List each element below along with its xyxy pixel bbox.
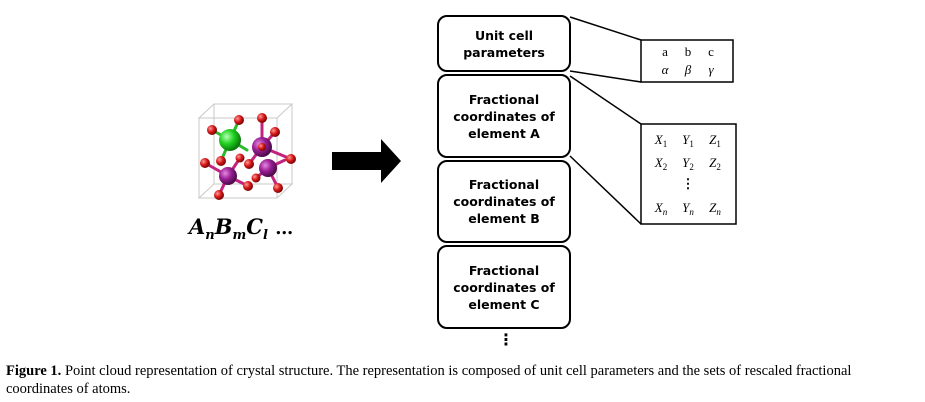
box-line: Unit cell xyxy=(474,27,534,43)
box-label-unit-cell: Unit cell parameters xyxy=(438,16,570,71)
matrix-cell: α xyxy=(661,62,669,77)
formula-element-c: C xyxy=(246,214,263,239)
matrix-cell: β xyxy=(684,62,692,77)
atom-a-green xyxy=(219,129,241,151)
formula-element-a: A xyxy=(189,214,206,239)
formula-sub: m xyxy=(232,228,247,243)
box-line: parameters xyxy=(463,44,545,60)
matrix-cell: Zn xyxy=(709,200,721,217)
matrix-cell: Xn xyxy=(654,200,668,217)
continuation-dots: ⋮ xyxy=(498,330,514,349)
matrix-cell: Z1 xyxy=(709,132,721,149)
formula-ellipsis: … xyxy=(275,218,294,239)
coordinate-matrix: X1 Y1 Z1 X2 Y2 Z2 ⋮ Xn Yn Zn xyxy=(641,124,736,224)
matrix-cell: b xyxy=(684,44,692,59)
formula-sub: l xyxy=(262,228,268,243)
matrix-cell: Yn xyxy=(682,200,694,217)
diagram-canvas xyxy=(197,15,737,329)
box-line: coordinates of xyxy=(453,194,555,209)
box-label-element-c: Fractional coordinates of element C xyxy=(438,246,570,328)
box-label-element-b: Fractional coordinates of element B xyxy=(438,161,570,242)
matrix-cell: X1 xyxy=(654,132,668,149)
atom-b-purple xyxy=(259,159,277,177)
matrix-cell: Z2 xyxy=(709,155,721,172)
matrix-cell: γ xyxy=(708,62,714,77)
matrix-cell: Y1 xyxy=(682,132,694,149)
formula-sub: n xyxy=(205,228,215,243)
box-line: coordinates of xyxy=(453,279,555,295)
coordinate-matrix-frame xyxy=(640,123,737,225)
matrix-cell: c xyxy=(708,44,714,59)
chemical-formula: AnBmCl … xyxy=(189,214,293,243)
box-line: element B xyxy=(468,211,540,226)
box-element-b xyxy=(437,160,571,243)
formula-element-b: B xyxy=(214,214,233,239)
box-unit-cell-parameters xyxy=(437,15,571,72)
caption-label: Figure 1. xyxy=(6,363,62,379)
box-line: element C xyxy=(468,296,540,312)
caption-text: Point cloud representation of crystal st… xyxy=(6,363,852,397)
crystal-structure-illustration xyxy=(197,103,296,200)
matrix-dots: ⋮ xyxy=(681,176,695,191)
representation-boxes xyxy=(437,15,571,329)
box-line: Fractional xyxy=(468,177,540,192)
oxygen-atoms xyxy=(200,113,296,200)
box-label-element-a: Fractional coordinates of element A xyxy=(438,75,570,157)
arrow-right-icon xyxy=(332,139,401,183)
matrix-cell: a xyxy=(662,44,668,59)
box-line: element A xyxy=(468,125,540,141)
box-line: Fractional xyxy=(468,91,540,107)
box-line: Fractional xyxy=(468,262,540,278)
box-element-c xyxy=(437,245,571,329)
atom-b-purple xyxy=(219,167,237,185)
matrix-cell: Y2 xyxy=(682,155,694,172)
box-element-a xyxy=(437,74,571,158)
unit-cell-matrix-frame xyxy=(640,39,734,83)
connector-lines xyxy=(569,16,642,225)
unit-cell-matrix: a b c α β γ xyxy=(641,40,733,82)
matrix-cell: X2 xyxy=(654,155,668,172)
box-line: coordinates of xyxy=(453,108,555,124)
oxygen-atom xyxy=(258,143,266,151)
figure-caption: Figure 1. Point cloud representation of … xyxy=(6,362,918,398)
